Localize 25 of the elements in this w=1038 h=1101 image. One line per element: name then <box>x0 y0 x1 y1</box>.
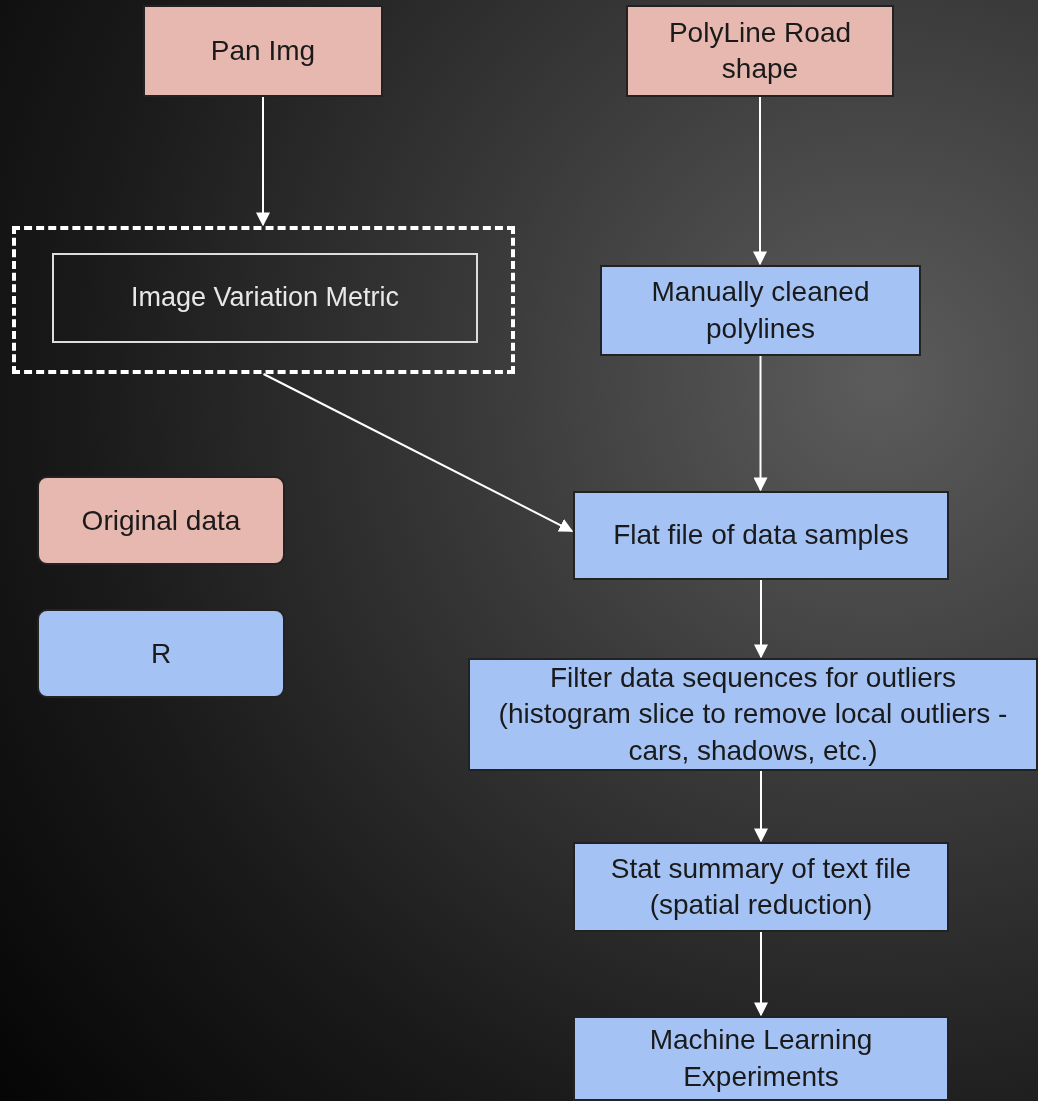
node-label: PolyLine Road shape <box>667 15 853 86</box>
process-box <box>600 265 921 356</box>
legend-label: Original data <box>81 504 241 537</box>
node-label: Manually cleaned polylines <box>650 275 871 346</box>
node-label: Machine Learning Experiments <box>648 1023 874 1094</box>
arrow <box>753 355 768 492</box>
process-box <box>626 5 894 97</box>
arrow <box>754 770 768 843</box>
node-label: Pan Img <box>210 33 316 68</box>
process-box <box>52 253 478 343</box>
node-label: Stat summary of text file (spatial reduction) <box>609 851 913 922</box>
arrow <box>262 373 574 533</box>
dashed-group-box <box>12 226 515 374</box>
arrow <box>753 96 767 266</box>
arrow <box>754 931 768 1017</box>
node-label: Flat file of data samples <box>613 518 909 553</box>
legend-label: R <box>150 637 172 670</box>
process-box <box>573 491 949 580</box>
process-box <box>143 5 383 97</box>
arrow <box>754 579 768 659</box>
process-box <box>573 1016 949 1101</box>
arrow <box>256 96 270 227</box>
process-box <box>573 842 949 932</box>
node-label: Image Variation Metric <box>130 281 400 315</box>
node-label: Filter data sequences for outliers (histogram slice to remove local outliers - cars, shadows, etc.) <box>497 660 1009 768</box>
